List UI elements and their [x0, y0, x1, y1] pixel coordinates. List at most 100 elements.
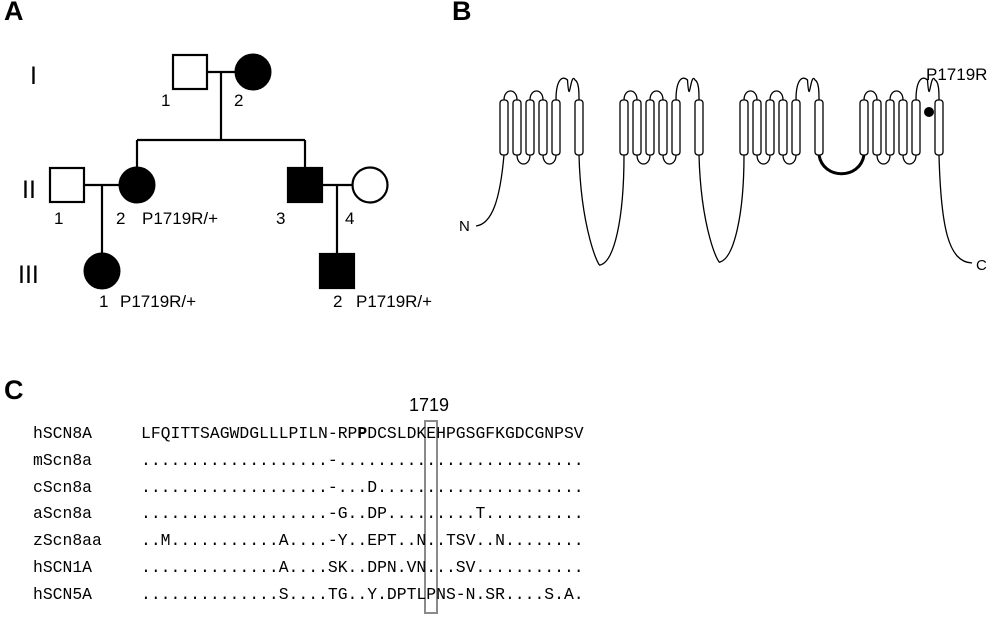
generation-label-3: III — [18, 261, 39, 289]
intracellular-loop — [876, 154, 891, 165]
transmembrane-segment — [752, 99, 762, 156]
sequence-prefix: ...................-G. — [141, 504, 358, 524]
extracellular-loop — [623, 90, 638, 101]
transmembrane-segment — [512, 99, 522, 156]
transmembrane-segment — [499, 99, 509, 156]
species-name: zScn8aa — [33, 531, 102, 551]
panel-label-c: C — [4, 375, 24, 405]
generation-label-2: II — [22, 176, 36, 204]
transmembrane-segment — [898, 99, 908, 156]
transmembrane-segment — [814, 99, 824, 156]
transmembrane-segment — [885, 99, 895, 156]
transmembrane-segment — [739, 99, 749, 156]
extracellular-loop — [529, 90, 544, 101]
species-name: hSCN8A — [33, 424, 93, 443]
sequence-position-1719: . — [357, 450, 368, 470]
sequence-suffix: DP.........T.......... — [367, 504, 584, 524]
intracellular-loop — [782, 154, 797, 165]
sequence-text: ...................-....................… — [141, 451, 584, 470]
mutation-label: P1719R — [926, 65, 987, 84]
alignment-row: hSCN1A..............A....SK..DPN.VN...SV… — [33, 558, 733, 580]
pedigree-number-ii3: 3 — [276, 209, 285, 228]
extracellular-loop — [863, 90, 878, 101]
intracellular-loop — [902, 154, 917, 165]
generation-label-1: I — [30, 62, 37, 90]
pore-loop — [675, 77, 700, 101]
transmembrane-segment — [859, 99, 869, 156]
pedigree-number-ii2: 2 — [116, 209, 125, 228]
transmembrane-segment — [538, 99, 548, 156]
alignment-panel: 1719 hSCN8A LFQITTSAGWDGLLLPILN-RPPDCSLDK… — [33, 395, 733, 617]
sequence-suffix: Y.DPTLPNS-N.SR....S.A. — [367, 584, 584, 604]
pedigree-male-i1 — [171, 53, 209, 91]
sequence-position-1719: . — [357, 584, 368, 604]
pedigree-number-iii1: 1 — [99, 292, 108, 311]
pedigree-female-iii1 — [83, 252, 121, 290]
pedigree-male-ii1 — [48, 166, 86, 204]
pedigree-male-ii3 — [286, 166, 324, 204]
transmembrane-segment — [645, 99, 655, 156]
alignment-highlight-box — [424, 420, 438, 614]
pedigree-number-ii4: 4 — [345, 209, 354, 228]
n-terminus-label: N — [459, 218, 470, 235]
transmembrane-segment — [791, 99, 801, 156]
pedigree-genotype-ii2: P1719R/+ — [142, 209, 218, 228]
mutation-site-marker — [924, 107, 934, 117]
sequence-text: ...................-G..DP.........T.....… — [141, 504, 584, 523]
pedigree-number-i1: 1 — [161, 91, 170, 110]
pedigree-lines — [84, 70, 352, 253]
alignment-position-label: 1719 — [409, 395, 450, 415]
sequence-text: ..M...........A....-Y..EPT..N..TSV..N...… — [141, 531, 584, 550]
pedigree-number-ii1: 1 — [54, 209, 63, 228]
pedigree-genotype-iii1: P1719R/+ — [120, 292, 196, 311]
extracellular-loop — [743, 90, 758, 101]
transmembrane-segment — [525, 99, 535, 156]
sequence-position-1719: . — [357, 531, 368, 551]
pedigree-genotype-iii2: P1719R/+ — [356, 292, 432, 311]
sequence-prefix: ...................-.. — [141, 477, 358, 497]
transmembrane-segment — [658, 99, 668, 156]
extracellular-loop — [889, 90, 904, 101]
sequence-text: ..............S....TG..Y.DPTLPNS-N.SR...… — [141, 585, 584, 604]
pedigree-female-i2 — [234, 53, 272, 91]
c-terminus-label: C — [976, 257, 987, 274]
sequence-text: ...................-...D................… — [141, 478, 584, 497]
transmembrane-segment — [632, 99, 642, 156]
sequence-prefix: ..M...........A....-Y. — [141, 531, 358, 551]
sequence-suffix: EPT..N..TSV..N........ — [367, 531, 584, 551]
sequence-prefix: LFQITTSAGWDGLLLPILN-RP — [141, 424, 358, 443]
intracellular-loop — [542, 154, 557, 165]
sequence-suffix: DCSLDKEHPGSGFKGDCGNPSV — [367, 424, 584, 443]
intracellular-loop — [516, 154, 531, 165]
species-name: hSCN1A — [33, 558, 93, 577]
alignment-row: zScn8aa ..M...........A....-Y..EPT..N..TS… — [33, 531, 733, 553]
transmembrane-segment — [671, 99, 681, 156]
species-name: hSCN5A — [33, 584, 93, 604]
transmembrane-segment — [765, 99, 775, 156]
species-name: mScn8a — [33, 450, 93, 470]
sequence-suffix: DPN.VN...SV........... — [367, 558, 584, 577]
sequence-suffix: ...................... — [367, 450, 584, 470]
sequence-text: LFQITTSAGWDGLLLPILN-RPPDCSLDKEHPGSGFKGDC… — [141, 424, 584, 443]
channel-topology-diagram: P1719R N C — [459, 65, 987, 274]
linker-i-ii — [578, 154, 625, 266]
pore-loop — [915, 77, 940, 101]
extracellular-loop — [649, 90, 664, 101]
extracellular-loop — [503, 90, 518, 101]
pore-loop — [555, 77, 580, 101]
pedigree-male-iii2 — [318, 252, 356, 290]
transmembrane-segment — [551, 99, 561, 156]
transmembrane-segment — [778, 99, 788, 156]
pedigree-number-i2: 2 — [234, 91, 243, 110]
linker-iii-iv — [817, 154, 866, 176]
extracellular-loop — [769, 90, 784, 101]
species-name: cScn8a — [33, 477, 93, 497]
panel-label-b: B — [452, 0, 472, 26]
sequence-position-1719: . — [357, 477, 368, 497]
linker-ii-iii — [698, 154, 745, 263]
panel-label-a: A — [4, 0, 24, 26]
alignment-row: hSCN5A ..............S....TG..Y.DPTLPNS-N… — [33, 585, 733, 607]
sequence-prefix: ..............S....TG. — [141, 584, 358, 604]
intracellular-loop — [756, 154, 771, 165]
c-terminus-tail — [938, 154, 973, 264]
